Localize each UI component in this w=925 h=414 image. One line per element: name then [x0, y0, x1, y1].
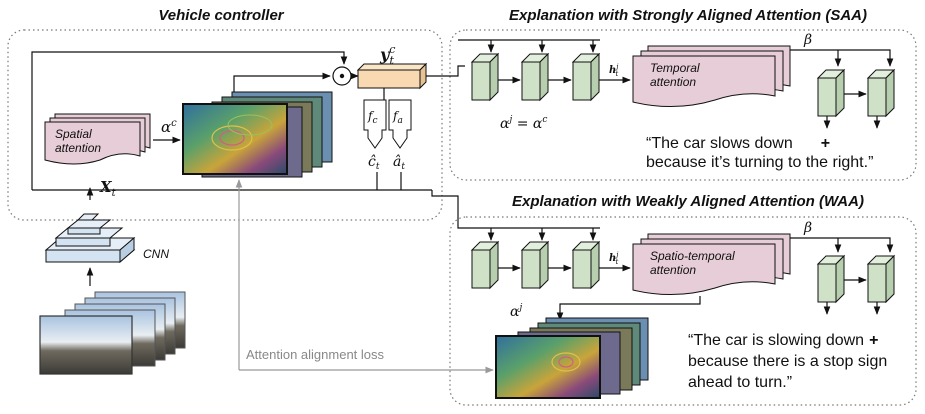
waa-quote-line1: “The car is slowing down+	[688, 332, 878, 349]
panel-saa	[449, 29, 917, 181]
input-frames-stack	[39, 291, 186, 375]
spatio-temporal-label-2: attention	[650, 263, 696, 277]
spatio-temporal-label-1: Spatio-temporal	[650, 249, 735, 263]
waa-lstm-cube-3	[571, 240, 601, 290]
beta-saa-label: β	[803, 32, 812, 48]
spatial-attention-label-2: attention	[55, 141, 101, 155]
panel-waa	[449, 216, 917, 406]
saa-lstm-cube-4	[816, 68, 846, 118]
title-vehicle-controller: Vehicle controller	[158, 7, 284, 24]
fc-label: fc	[367, 109, 378, 126]
waa-lstm-cube-1	[470, 240, 500, 290]
spatial-attention-block	[44, 113, 151, 165]
title-waa: Explanation with Weakly Aligned Attentio…	[512, 193, 864, 210]
elementwise-product-icon	[332, 66, 352, 86]
waa-attention-heatmap-stack	[495, 317, 649, 399]
temporal-attention-label-1: Temporal	[650, 61, 700, 75]
c-hat-label: ĉt	[368, 154, 380, 172]
panel-vehicle-controller	[7, 29, 443, 221]
x-t-label: Xt	[99, 178, 117, 199]
cnn-label: CNN	[143, 247, 169, 261]
attention-alignment-loss-label: Attention alignment loss	[246, 347, 385, 362]
saa-quote-line1: “The car slows down+	[646, 135, 830, 152]
spatio-temporal-attention-block	[632, 233, 791, 295]
alpha-c-label: αc	[161, 118, 177, 136]
spatial-attention-label-1: Spatial	[55, 127, 92, 141]
a-hat-label: ât	[393, 154, 405, 172]
waa-lstm-cube-4	[816, 254, 846, 304]
waa-quote-line3: ahead to turn.”	[688, 374, 792, 391]
waa-quote-line2: because there is a stop sign	[688, 353, 887, 370]
saa-lstm-cube-3	[571, 52, 601, 102]
saa-lstm-cube-2	[520, 52, 550, 102]
output-vector-box	[356, 62, 428, 90]
fc-block	[363, 99, 387, 149]
temporal-attention-label-2: attention	[650, 75, 696, 89]
saa-lstm-cube-1	[470, 52, 500, 102]
attention-heatmap-stack	[182, 91, 333, 178]
alpha-equality-label: αj = αc	[500, 115, 547, 132]
fa-block	[388, 99, 412, 149]
cnn-block	[44, 213, 136, 264]
fa-label: fa	[392, 109, 403, 126]
alpha-j-label: αj	[510, 303, 522, 320]
saa-lstm-cube-5	[866, 68, 896, 118]
waa-lstm-cube-5	[866, 254, 896, 304]
beta-waa-label: β	[803, 220, 812, 236]
waa-lstm-cube-2	[520, 240, 550, 290]
temporal-attention-block	[632, 45, 791, 107]
title-saa: Explanation with Strongly Aligned Attent…	[509, 7, 867, 24]
saa-quote-line2: because it’s turning to the right.”	[646, 154, 873, 171]
